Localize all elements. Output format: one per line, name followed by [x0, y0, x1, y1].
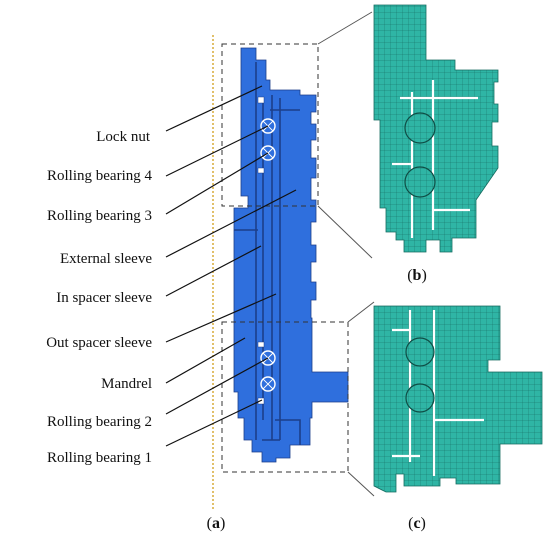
- leader-mandrel: [165, 337, 246, 384]
- zoom-connectors: [317, 11, 375, 497]
- label-rolling-bearing-2: Rolling bearing 2: [47, 414, 152, 430]
- mesh-bottom-ball-1: [405, 337, 435, 367]
- part-labels: Lock nut Rolling bearing 4 Rolling beari…: [46, 129, 152, 466]
- leader-in-spacer-sleeve: [165, 245, 262, 297]
- label-rolling-bearing-3: Rolling bearing 3: [47, 208, 152, 224]
- mesh-bottom-ball-2: [405, 383, 435, 413]
- label-external-sleeve: External sleeve: [60, 251, 152, 267]
- leader-out-spacer-sleeve: [165, 293, 277, 343]
- label-rolling-bearing-1: Rolling bearing 1: [47, 450, 152, 466]
- panel-b-mesh: [373, 4, 499, 253]
- panel-c-mesh: [373, 305, 543, 493]
- leader-lock-nut: [165, 85, 263, 132]
- label-in-spacer-sleeve: In spacer sleeve: [56, 290, 152, 306]
- mesh-bottom-shape: [373, 305, 543, 493]
- zoom-box-top: [221, 43, 319, 207]
- zoom-box-bottom: [221, 321, 349, 473]
- label-rolling-bearing-4: Rolling bearing 4: [47, 168, 152, 184]
- leader-rolling-bearing-1: [165, 399, 263, 447]
- caption-a: (a): [207, 515, 226, 532]
- mesh-top-shape: [373, 4, 499, 253]
- leader-rolling-bearing-2: [165, 357, 269, 415]
- mesh-bottom-gaps: [392, 310, 484, 476]
- label-out-spacer-sleeve: Out spacer sleeve: [46, 335, 152, 351]
- leader-external-sleeve: [165, 189, 297, 258]
- leader-lines: [165, 85, 297, 447]
- label-lock-nut: Lock nut: [96, 129, 151, 145]
- leader-rolling-bearing-3: [165, 152, 269, 215]
- mesh-top-ball-1: [404, 112, 436, 144]
- label-mandrel: Mandrel: [101, 376, 152, 392]
- caption-b: (b): [407, 267, 427, 284]
- mesh-top-ball-2: [404, 166, 436, 198]
- leader-rolling-bearing-4: [165, 125, 269, 177]
- panel-a-section: [212, 35, 349, 510]
- caption-c: (c): [408, 515, 426, 532]
